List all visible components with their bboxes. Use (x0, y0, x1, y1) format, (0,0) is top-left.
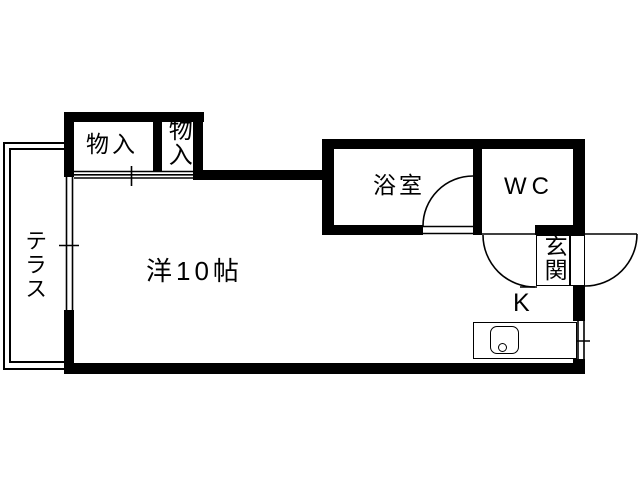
wall-closet-divider (153, 118, 162, 172)
terrace-outline-inner (9, 148, 66, 363)
wall-wc-bottom (535, 225, 578, 235)
wall-bath-left (322, 139, 334, 235)
bathroom-door-threshold (422, 225, 474, 235)
wall-left-lower (64, 310, 74, 372)
front-door-arc (584, 233, 638, 287)
left-window-lines (65, 176, 74, 311)
wall-closet-right (193, 112, 203, 180)
room-label-terrace: テラス (22, 229, 48, 301)
room-label-entrance: 玄関 (541, 234, 568, 282)
wall-bottom (64, 363, 585, 374)
wall-closet-top (64, 112, 204, 122)
wall-right-upper (573, 139, 585, 235)
wall-bath-bottom (322, 225, 423, 235)
room-label-closet-b: 物入 (164, 117, 192, 167)
wall-left-upper (64, 112, 74, 177)
room-label-closet-a: 物入 (86, 131, 138, 157)
room-label-bathroom: 浴室 (373, 172, 425, 198)
entrance-inner-door-arc (482, 234, 536, 288)
room-label-main: 洋10帖 (146, 256, 243, 286)
wall-right-middle (573, 285, 585, 321)
closet-sliding-door-lines (74, 170, 193, 179)
entrance-floor (536, 235, 570, 286)
room-label-kitchen: K (513, 289, 530, 317)
wall-bath-wc-divider (473, 147, 482, 235)
kitchen-counter (473, 322, 577, 359)
bathroom-door-arc (422, 175, 474, 227)
sink-drain-icon (498, 343, 507, 352)
wall-bath-top (322, 139, 585, 149)
room-label-toilet: WC (504, 173, 554, 200)
wall-top-middle (193, 170, 334, 180)
front-doorway (570, 235, 585, 286)
